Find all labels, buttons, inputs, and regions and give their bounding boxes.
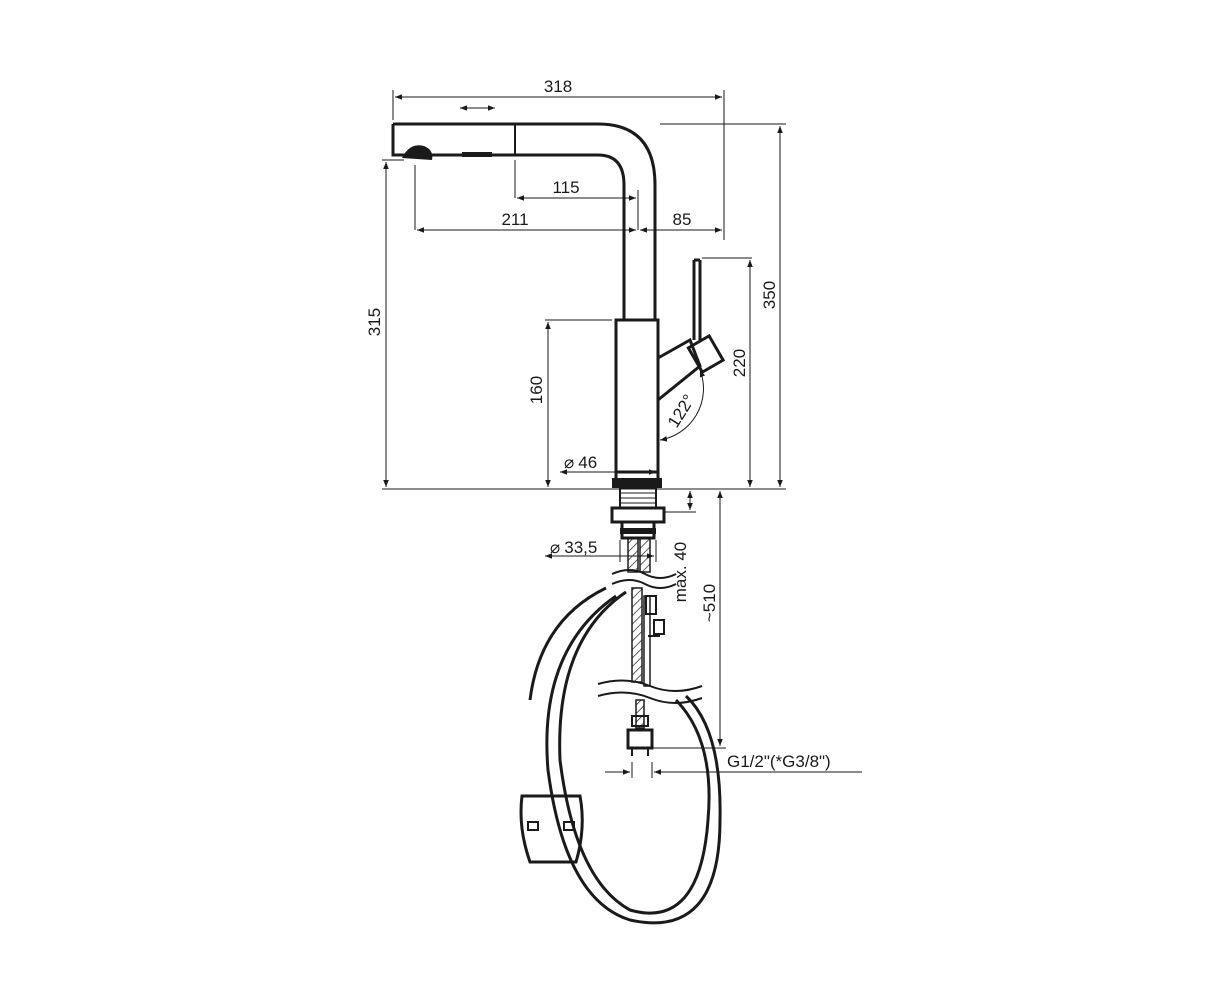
pullout-hose-loop [528,586,722,925]
dim-lever-height: 220 [730,349,749,377]
dim-hose-length: ~510 [700,584,719,622]
dim-shank-length: max. 40 [671,542,690,602]
dim-spout-pullout: 115 [552,178,579,197]
faucet-spout [391,122,657,320]
dim-spout-height: 315 [365,308,384,336]
dim-spout-reach: 211 [501,210,528,229]
extension-lines [382,90,786,778]
dim-body-diameter: ⌀46 [564,453,597,472]
dim-body-to-lever: 85 [673,210,692,229]
dim-connection-thread: G1/2"(*G3/8") [727,752,831,771]
dimension-labels: 318 115 211 85 315 350 220 160 122° ⌀46 … [365,77,831,771]
dim-total-width: 318 [544,77,572,96]
dim-body-height: 160 [527,376,546,404]
mounting-shank [610,487,666,540]
counterweight [519,794,584,864]
dim-total-height: 350 [760,281,779,309]
dimension-lines [383,94,862,775]
dim-shank-diameter: ⌀33,5 [550,538,597,557]
dim-lever-angle: 122° [664,391,699,431]
diameter-icon: ⌀ [550,538,560,557]
faucet-body [612,258,726,488]
diameter-icon: ⌀ [564,453,574,472]
